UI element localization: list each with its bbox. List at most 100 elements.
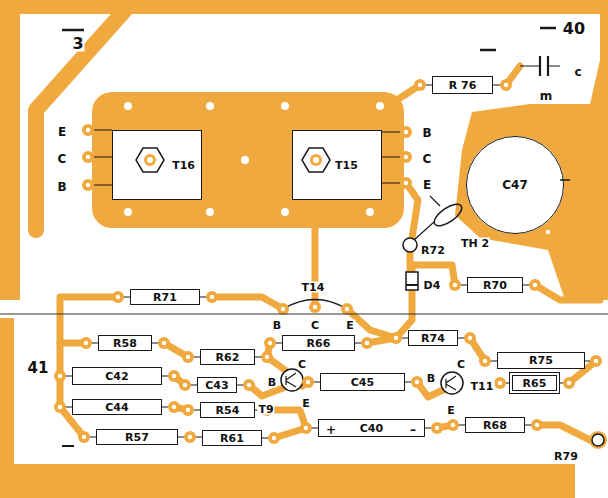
capacitor-box: C42 bbox=[72, 367, 162, 385]
pin-label: E bbox=[57, 126, 67, 138]
capacitor-box: C45 bbox=[320, 373, 405, 391]
part-label: C43 bbox=[205, 380, 228, 391]
part-label: R 76 bbox=[449, 80, 477, 91]
pin-label: E bbox=[446, 405, 456, 416]
label-holder: C bbox=[422, 148, 433, 167]
pin-label: B bbox=[272, 320, 282, 331]
pin-label: B bbox=[426, 373, 436, 384]
part-label: R79 bbox=[553, 451, 579, 462]
marks bbox=[0, 28, 608, 446]
resistor-box: R65 bbox=[512, 375, 557, 391]
pin-label: – bbox=[409, 424, 417, 436]
label-holder: C bbox=[456, 353, 466, 372]
part-label: C47 bbox=[502, 179, 528, 191]
resistor-box: R70 bbox=[467, 277, 523, 293]
part-label: R72 bbox=[420, 245, 446, 256]
transistor-outline: T15 bbox=[292, 130, 382, 200]
resistor-box: R61 bbox=[202, 430, 262, 446]
resistor-box: R 76 bbox=[432, 76, 493, 94]
part-label: R65 bbox=[523, 378, 547, 389]
label-holder: TH 2 bbox=[460, 232, 490, 251]
part-label: R75 bbox=[529, 355, 553, 366]
label-holder: E bbox=[57, 121, 67, 140]
label-holder: E bbox=[422, 174, 432, 193]
label-holder: R72 bbox=[420, 239, 446, 258]
label-holder: D4 bbox=[423, 274, 442, 293]
label-holder: c bbox=[573, 61, 582, 80]
label-holder: E bbox=[446, 399, 456, 418]
part-label: C45 bbox=[351, 377, 374, 388]
component-outlines bbox=[112, 56, 607, 449]
resistor-box: R71 bbox=[130, 289, 200, 305]
label-holder: B bbox=[56, 176, 67, 195]
solder-pads bbox=[54, 79, 602, 444]
label-holder: T14 bbox=[301, 276, 326, 295]
pin-label: E bbox=[422, 179, 432, 191]
pin-label: C bbox=[310, 320, 320, 331]
label-holder: – bbox=[409, 419, 417, 438]
label-holder: R79 bbox=[553, 445, 579, 464]
copper-traces bbox=[60, 66, 600, 440]
part-label: R68 bbox=[483, 420, 507, 431]
resistor-box: R68 bbox=[465, 417, 525, 433]
part-label: T11 bbox=[470, 381, 495, 392]
label-holder: B bbox=[267, 371, 277, 390]
capacitor-box: C44 bbox=[72, 399, 162, 415]
label-holder: B bbox=[272, 314, 282, 333]
part-label: R61 bbox=[220, 433, 244, 444]
resistor-box: R74 bbox=[408, 330, 458, 346]
pin-label: + bbox=[325, 424, 337, 436]
callout-number: 41 bbox=[27, 361, 50, 376]
pin-label: E bbox=[301, 398, 311, 409]
resistor-box: R57 bbox=[96, 429, 178, 445]
resistor-box: R66 bbox=[282, 335, 355, 351]
pin-label: E bbox=[345, 320, 355, 331]
part-label: R54 bbox=[216, 405, 240, 416]
part-label: R71 bbox=[153, 292, 177, 303]
label-holder: 41 bbox=[27, 358, 50, 377]
pin-label: C bbox=[297, 359, 307, 370]
part-label: T9 bbox=[257, 404, 274, 415]
resistor-box: R54 bbox=[200, 402, 255, 418]
label-holder: T9 bbox=[257, 398, 274, 417]
pin-label: C bbox=[456, 359, 466, 370]
label-holder: E bbox=[345, 314, 355, 333]
label-holder: T11 bbox=[470, 375, 495, 394]
part-label: TH 2 bbox=[460, 238, 490, 249]
part-label: R70 bbox=[483, 280, 507, 291]
label-holder: 40 bbox=[562, 19, 586, 38]
pin-label: B bbox=[421, 127, 432, 139]
component-leads bbox=[60, 85, 596, 438]
label-holder: C bbox=[57, 148, 68, 167]
callout-number: 40 bbox=[562, 21, 586, 37]
label-holder: + bbox=[325, 419, 337, 438]
label-holder: B bbox=[421, 122, 432, 141]
label-holder: C bbox=[297, 353, 307, 372]
label-holder: C bbox=[310, 314, 320, 333]
label-holder: m bbox=[539, 85, 554, 104]
pin-label: m bbox=[539, 90, 554, 102]
part-label: R66 bbox=[307, 338, 331, 349]
part-label: T15 bbox=[335, 160, 358, 171]
transistor-outline: T16 bbox=[112, 130, 202, 200]
pin-label: C bbox=[57, 153, 68, 165]
pin-label: B bbox=[267, 377, 277, 388]
capacitor-box: C43 bbox=[197, 377, 237, 393]
part-label: T14 bbox=[301, 282, 326, 293]
resistor-box: R75 bbox=[497, 352, 585, 369]
label-holder: B bbox=[426, 367, 436, 386]
part-label: C40 bbox=[360, 423, 383, 434]
label-holder: 3 bbox=[71, 34, 84, 53]
label-holder: E bbox=[301, 392, 311, 411]
callout-number: 3 bbox=[71, 36, 84, 52]
part-label: R57 bbox=[125, 432, 149, 443]
part-label: C44 bbox=[105, 402, 128, 413]
part-label: R58 bbox=[113, 338, 137, 349]
part-label: C42 bbox=[105, 371, 128, 382]
part-label: T16 bbox=[172, 160, 195, 171]
part-label: R74 bbox=[421, 333, 445, 344]
pin-label: C bbox=[422, 153, 433, 165]
resistor-box: R62 bbox=[200, 349, 255, 365]
